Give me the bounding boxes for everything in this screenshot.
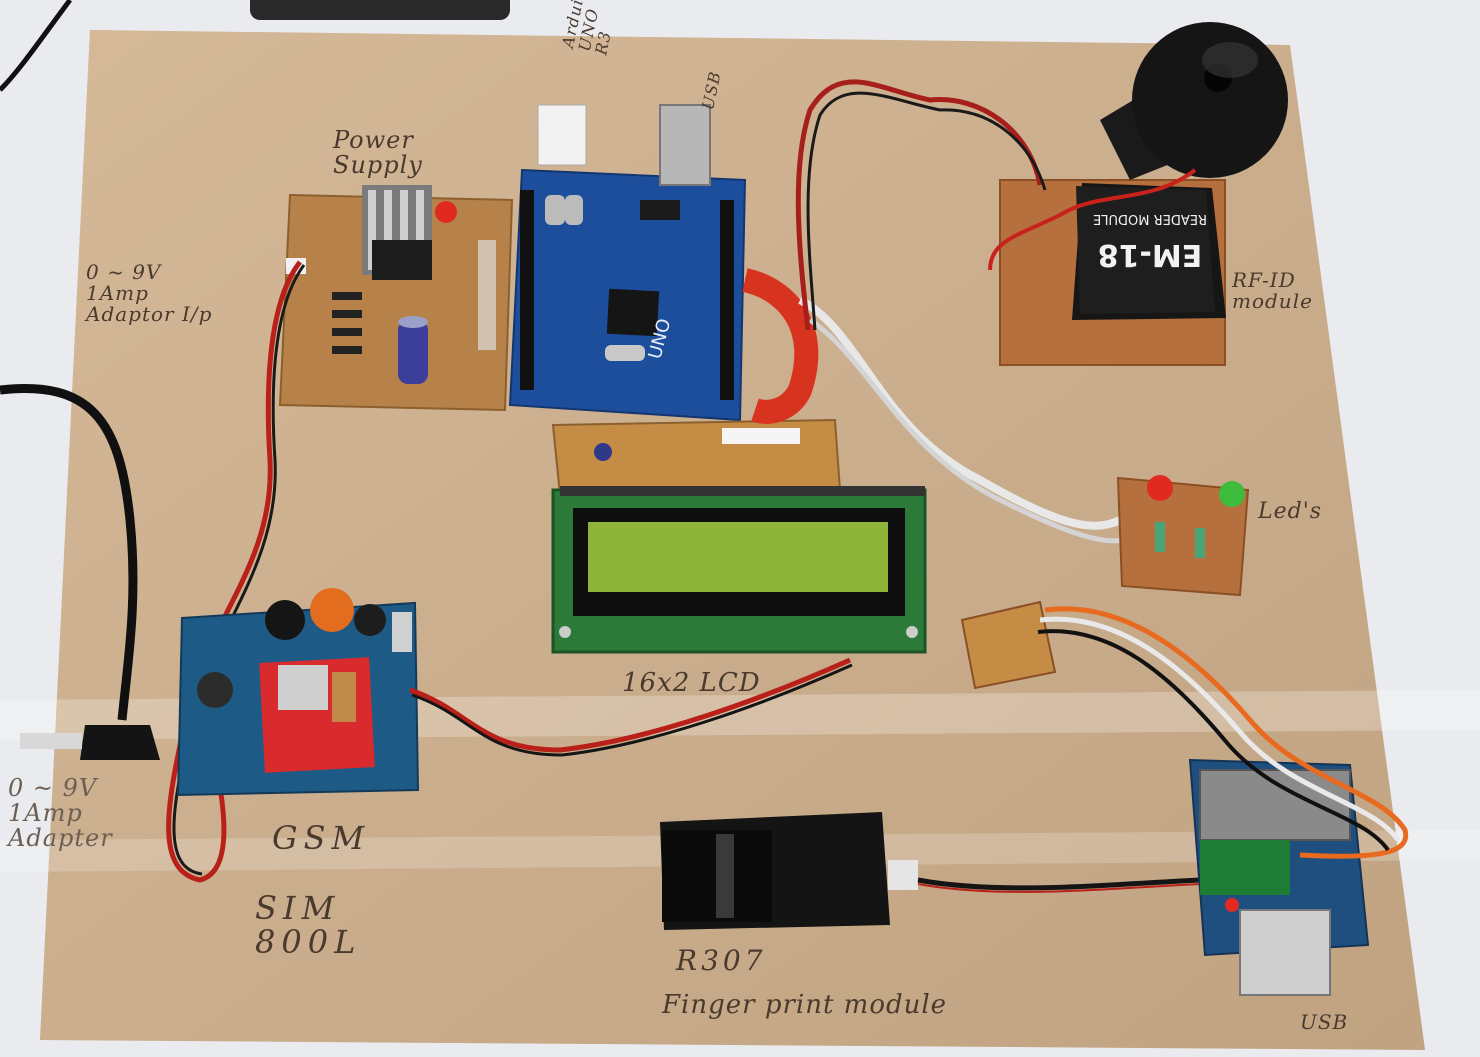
- red-jumper-wires: [741, 268, 819, 424]
- label-power-supply: Power Supply: [333, 126, 423, 180]
- label-rfid: RF-ID module: [1232, 268, 1313, 313]
- serial-wires: [1044, 606, 1409, 859]
- arduino-uno-board: UNO: [508, 104, 747, 422]
- label-adaptor-input: 0 ~ 9V 1Amp Adaptor I/p: [86, 260, 213, 326]
- fingerprint-wire: [917, 877, 1201, 891]
- label-leds: Led's: [1258, 499, 1323, 524]
- label-gsm: GSM: [272, 819, 371, 857]
- rfid-face-subtitle: READER MODULE: [1093, 211, 1207, 226]
- buzzer: [1100, 22, 1288, 180]
- gsm-wire: [409, 657, 852, 753]
- buzzer-wire: [795, 79, 1043, 331]
- connector-board: [960, 600, 1057, 690]
- label-sim: SIM 800L: [255, 889, 362, 961]
- rfid-face-title: EM-18: [1098, 237, 1203, 272]
- usb-serial-converter: [1188, 758, 1370, 996]
- fingerprint-module-r307: [660, 812, 918, 930]
- arduino-connector: [537, 104, 587, 166]
- label-usb-bottom: USB: [1300, 1010, 1349, 1034]
- label-lcd: 16x2 LCD: [622, 668, 761, 698]
- dc-plug-tip: [20, 733, 82, 749]
- top-cable: [0, 0, 73, 92]
- white-wire-bundle: [798, 296, 1122, 530]
- dc-jack: [80, 725, 160, 760]
- lcd-16x2: [551, 418, 927, 654]
- laptop-edge: [250, 0, 510, 20]
- adapter-cable: [0, 384, 138, 721]
- label-adapter: 0 ~ 9V 1Amp Adapter: [8, 774, 113, 853]
- rfid-module: EM-18 READER MODULE: [999, 179, 1226, 366]
- gsm-sim800l-module: [176, 588, 420, 797]
- label-fingerprint-id: R307: [676, 944, 767, 977]
- label-fingerprint: Finger print module: [662, 990, 948, 1020]
- led-board: [1116, 475, 1250, 597]
- power-supply-board: [278, 185, 514, 412]
